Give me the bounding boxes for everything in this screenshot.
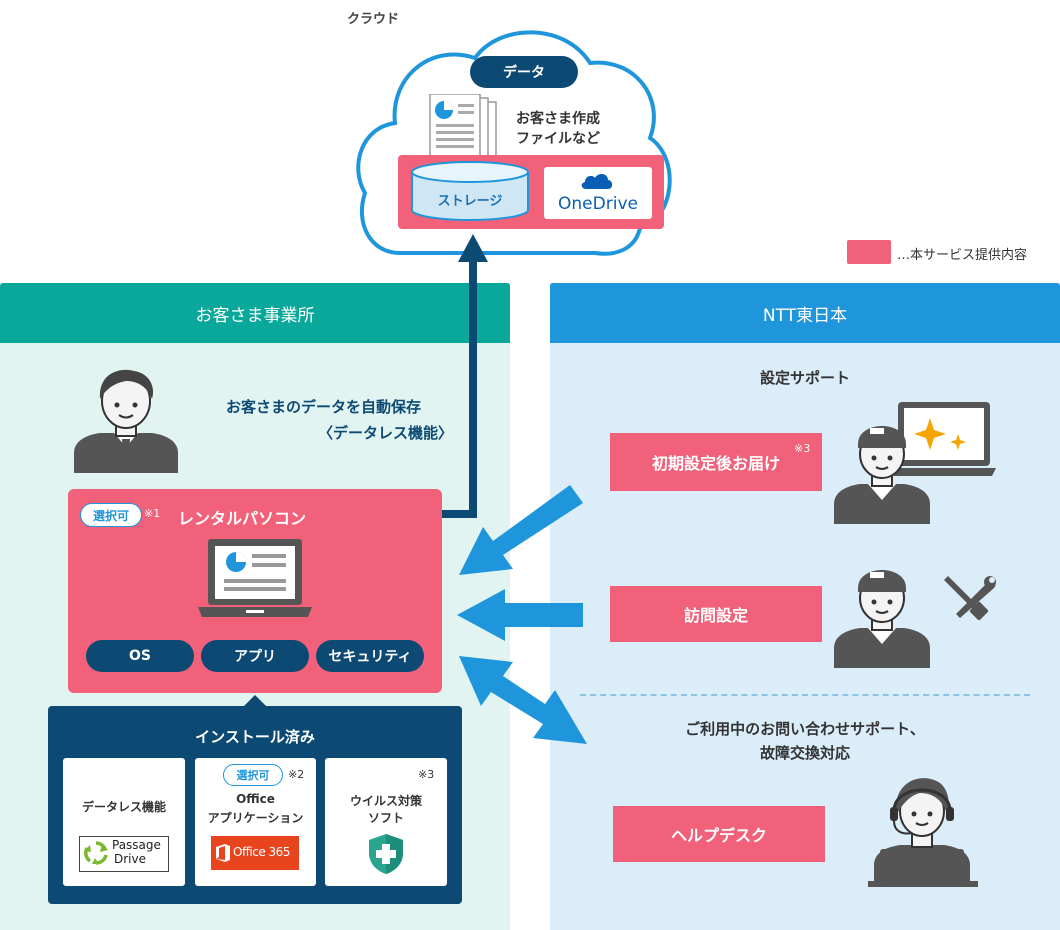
visit-setup-box: 訪問設定 bbox=[610, 586, 822, 642]
app-pill: アプリ bbox=[201, 640, 309, 672]
technician-tools-icon bbox=[834, 570, 996, 668]
initial-setup-note: ※3 bbox=[794, 442, 811, 455]
rental-select-tag: 選択可 bbox=[80, 503, 142, 527]
docs-caption-1: お客さま作成 bbox=[516, 111, 600, 127]
installed-title: インストール済み bbox=[195, 728, 315, 746]
customer-person-icon bbox=[74, 369, 178, 473]
legend-text: …本サービス提供内容 bbox=[897, 248, 1028, 263]
recycle-arrows-icon bbox=[84, 841, 108, 865]
os-pill: OS bbox=[86, 640, 194, 672]
upload-arrow bbox=[352, 234, 488, 518]
docs-caption-2: ファイルなど bbox=[516, 131, 600, 147]
antivirus-title-1: ウイルス対策 bbox=[349, 794, 422, 808]
office-select-tag: 選択可 bbox=[223, 764, 283, 786]
helpdesk-operator-icon bbox=[868, 778, 978, 887]
office-icon bbox=[216, 844, 230, 862]
initial-setup-box: 初期設定後お届け bbox=[610, 433, 822, 491]
helpdesk-box: ヘルプデスク bbox=[613, 806, 825, 862]
passage-drive-logo bbox=[79, 836, 169, 872]
inquiry-text-1: ご利用中のお問い合わせサポート、 bbox=[685, 720, 925, 738]
legend-swatch bbox=[847, 240, 891, 264]
onedrive-label: OneDrive bbox=[558, 194, 638, 214]
support-divider bbox=[580, 694, 1030, 696]
cloud-label: クラウド bbox=[347, 12, 400, 27]
helpdesk-arrow bbox=[459, 656, 587, 744]
antivirus-note: ※3 bbox=[418, 768, 435, 781]
antivirus-title-2: ソフト bbox=[367, 811, 404, 825]
data-pill: データ bbox=[470, 56, 578, 88]
passage-logo-text-1: Passage bbox=[112, 838, 161, 852]
customer-office-header: お客さま事業所 bbox=[0, 283, 510, 343]
onedrive-cloud-icon bbox=[581, 174, 613, 189]
rental-pc-title: レンタルパソコン bbox=[178, 509, 307, 528]
storage-label: ストレージ bbox=[437, 194, 503, 209]
auto-save-text-2: 〈データレス機能〉 bbox=[318, 424, 454, 442]
shield-icon bbox=[369, 834, 403, 874]
rental-note: ※1 bbox=[144, 507, 161, 520]
storage-icon bbox=[411, 161, 529, 221]
visit-arrow bbox=[457, 589, 583, 641]
setup-support-label: 設定サポート bbox=[759, 369, 850, 387]
dataless-title: データレス機能 bbox=[81, 800, 166, 814]
passage-logo-text-2: Drive bbox=[114, 852, 146, 866]
office-note: ※2 bbox=[288, 768, 305, 781]
office-title-2: アプリケーション bbox=[207, 811, 304, 825]
security-pill: セキュリティ bbox=[316, 640, 424, 672]
technician-laptop-icon bbox=[834, 402, 996, 524]
auto-save-text-1: お客さまのデータを自動保存 bbox=[226, 398, 422, 416]
office365-logo-text: Office 365 bbox=[233, 845, 290, 859]
office-title-1: Office bbox=[236, 792, 275, 806]
ntt-east-header: NTT東日本 bbox=[550, 283, 1060, 343]
delivery-arrow bbox=[459, 485, 583, 575]
installed-pointer bbox=[243, 695, 267, 707]
laptop-icon bbox=[198, 539, 312, 617]
inquiry-text-2: 故障交換対応 bbox=[759, 744, 850, 762]
